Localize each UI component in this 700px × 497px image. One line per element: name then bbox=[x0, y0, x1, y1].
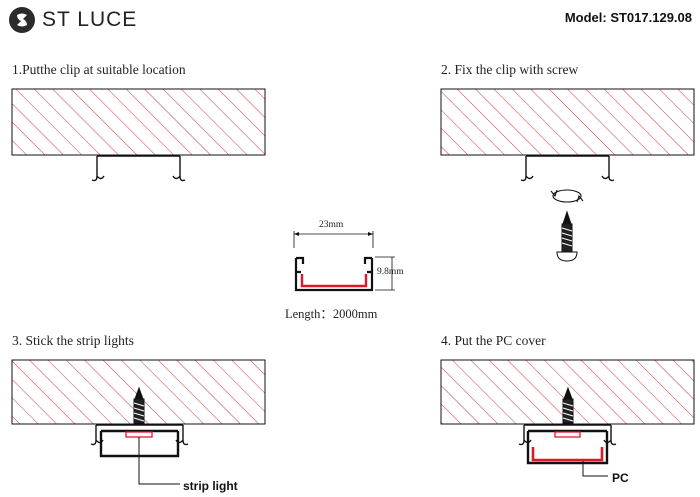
step-4-title: 4. Put the PC cover bbox=[441, 333, 546, 348]
pc-callout: PC bbox=[612, 471, 629, 485]
screw-icon bbox=[556, 210, 578, 262]
brand-name: ST LUCE bbox=[42, 8, 138, 31]
model-number: Model: ST017.129.08 bbox=[564, 10, 692, 25]
step-1-title: 1.Putthe clip at suitable location bbox=[12, 62, 186, 77]
ceiling-block-1 bbox=[11, 88, 266, 156]
step-3-assembly bbox=[90, 386, 189, 485]
screw-icon bbox=[133, 386, 145, 424]
step-2-title: 2. Fix the clip with screw bbox=[441, 62, 579, 77]
step-3-title: 3. Stick the strip lights bbox=[12, 333, 134, 348]
profile-cross-section bbox=[293, 231, 395, 292]
screw-icon bbox=[562, 386, 574, 424]
profile-height-label: 9.8mm bbox=[377, 267, 404, 277]
strip-light-callout: strip light bbox=[183, 479, 238, 493]
ceiling-block-2 bbox=[440, 88, 695, 156]
step-4-assembly bbox=[518, 386, 617, 477]
profile-width-label: 23mm bbox=[319, 220, 344, 230]
rotate-icon bbox=[550, 189, 584, 203]
mounting-clip-2 bbox=[520, 155, 615, 182]
mounting-clip-1 bbox=[91, 155, 186, 182]
brand-logo: ST LUCE bbox=[8, 6, 137, 34]
profile-length-label: Length：2000mm bbox=[285, 307, 378, 321]
brand-mark-icon bbox=[9, 7, 35, 33]
